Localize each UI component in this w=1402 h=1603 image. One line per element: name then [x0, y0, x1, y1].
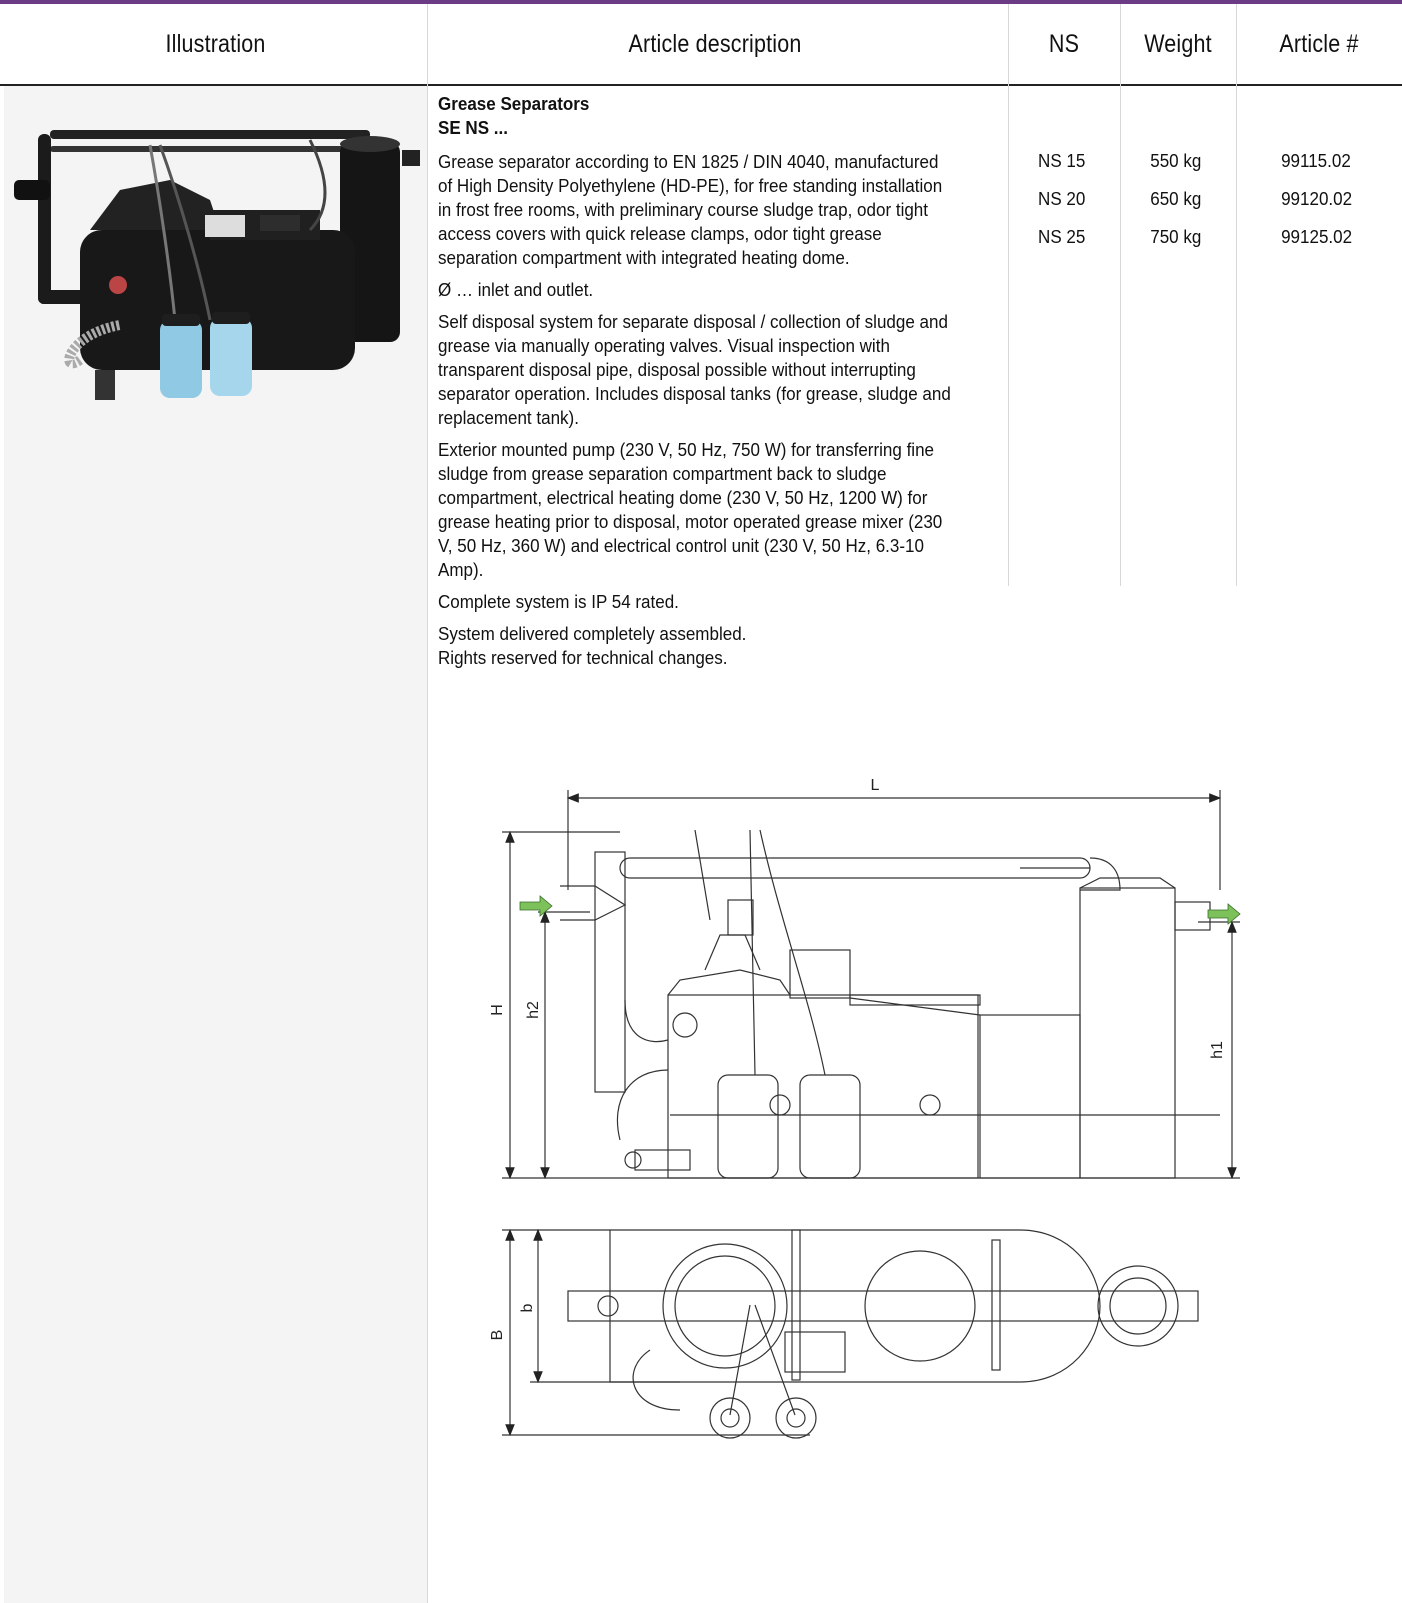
- article-description: Grease Separators SE NS ... Grease separ…: [438, 92, 953, 678]
- article-cell: 99120.02: [1281, 188, 1353, 209]
- weight-column: 550 kg 650 kg 750 kg: [1150, 142, 1201, 256]
- description-paragraph: Ø … inlet and outlet.: [438, 279, 594, 300]
- column-divider: [1120, 4, 1121, 586]
- dim-label-B: B: [489, 1330, 506, 1341]
- article-cell: 99125.02: [1281, 226, 1353, 247]
- header-illustration: Illustration: [165, 29, 266, 58]
- header-ns: NS: [1048, 29, 1080, 58]
- top-accent-bar: [0, 0, 1402, 4]
- description-paragraph: Complete system is IP 54 rated.: [438, 591, 679, 612]
- inlet-arrow-icon: [519, 895, 553, 917]
- description-paragraph: Exterior mounted pump (230 V, 50 Hz, 750…: [438, 439, 943, 580]
- outlet-arrow-icon: [1207, 903, 1241, 925]
- product-title-line2: SE NS ...: [438, 117, 508, 138]
- weight-cell: 650 kg: [1150, 188, 1202, 209]
- column-divider: [1008, 4, 1009, 586]
- ns-cell: NS 15: [1038, 150, 1086, 171]
- header-weight: Weight: [1144, 29, 1212, 58]
- ns-cell: NS 25: [1038, 226, 1086, 247]
- product-title-line1: Grease Separators: [438, 93, 590, 114]
- dim-label-h1: h1: [1209, 1041, 1226, 1059]
- dim-label-b: b: [519, 1303, 536, 1312]
- dim-label-H: H: [489, 1004, 506, 1016]
- product-title: Grease Separators SE NS ...: [438, 92, 953, 140]
- article-cell: 99115.02: [1281, 150, 1351, 171]
- ns-cell: NS 20: [1038, 188, 1086, 209]
- column-divider: [427, 4, 428, 1603]
- description-paragraph: Rights reserved for technical changes.: [438, 647, 728, 668]
- description-paragraph: System delivered completely assembled.: [438, 623, 747, 644]
- technical-drawing: L H h2 h1 B b: [489, 777, 1241, 1439]
- dim-label-L: L: [871, 777, 880, 794]
- description-paragraph: Self disposal system for separate dispos…: [438, 311, 951, 428]
- article-column: 99115.02 99120.02 99125.02: [1281, 142, 1352, 256]
- ns-column: NS 15 NS 20 NS 25: [1038, 142, 1085, 256]
- dim-label-h2: h2: [525, 1001, 542, 1019]
- header-article: Article #: [1279, 29, 1359, 58]
- header-description: Article description: [628, 29, 802, 58]
- column-divider: [1236, 4, 1237, 586]
- description-paragraph: Grease separator according to EN 1825 / …: [438, 151, 943, 268]
- weight-cell: 750 kg: [1150, 226, 1202, 247]
- weight-cell: 550 kg: [1150, 150, 1202, 171]
- product-photo: [10, 120, 420, 420]
- table-header: Illustration Article description NS Weig…: [0, 4, 1402, 86]
